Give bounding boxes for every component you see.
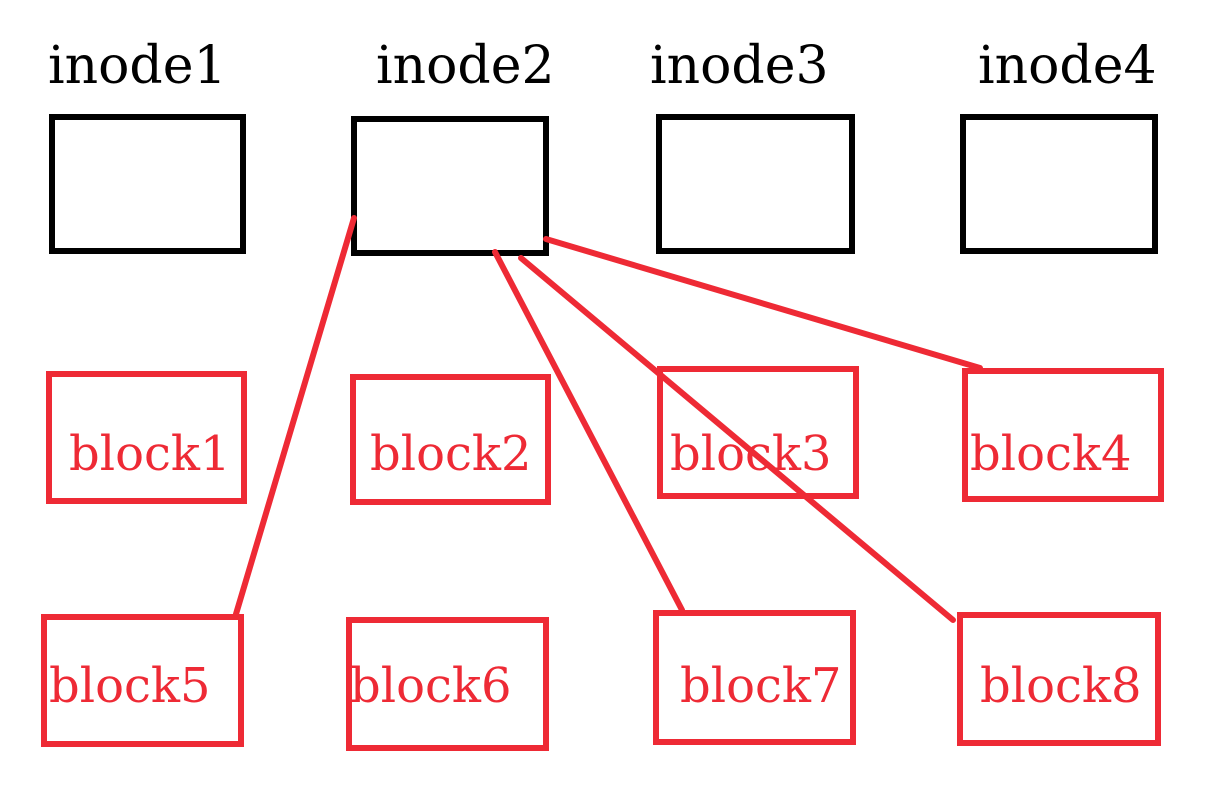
inode3-label: inode3 [650,36,829,96]
inode4-box [960,114,1158,254]
inode1-label: inode1 [48,36,227,96]
block2-label: block2 [370,426,532,482]
block7-label: block7 [680,658,842,714]
link-inode2-block5 [233,215,357,617]
block4-box [962,368,1164,502]
link-inode2-block4 [543,236,983,371]
block4-label: block4 [970,426,1132,482]
block8-label: block8 [980,658,1142,714]
inode2-label: inode2 [376,36,555,96]
block5-label: block5 [49,658,211,714]
inode3-box [656,114,855,254]
block5-box [41,614,244,747]
block3-label: block3 [670,426,832,482]
inode2-box [351,116,549,256]
block1-label: block1 [69,426,231,482]
block6-label: block6 [350,658,512,714]
block6-box [346,617,549,751]
block8-box [957,612,1161,746]
inode1-box [49,114,246,254]
inode4-label: inode4 [978,36,1157,96]
